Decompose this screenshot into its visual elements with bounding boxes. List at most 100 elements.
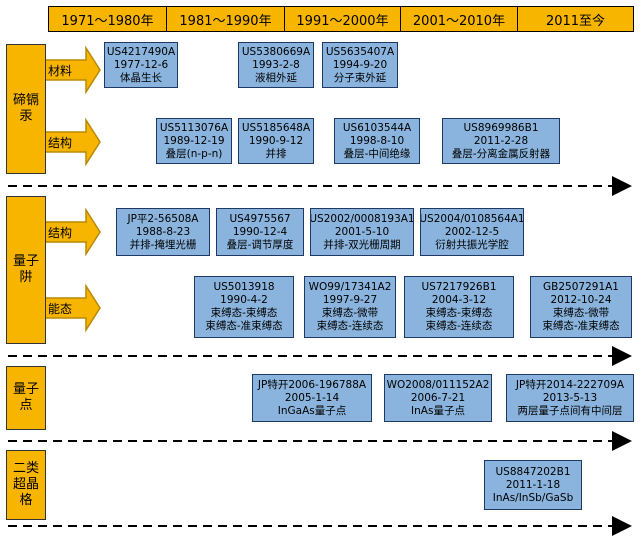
tech-quantum-dot-line-2: 点: [19, 398, 33, 413]
patent-number: US4217490A: [106, 45, 176, 58]
arrow-energy: [44, 283, 101, 333]
patent-box: US7217926B1 2004-3-12 束缚态-束缚态 束缚态-连续态: [404, 276, 514, 338]
patent-date: 1994-9-20: [332, 58, 388, 71]
patent-number: US2002/0008193A1: [310, 212, 414, 225]
patent-number: JP特开2014-222709A: [515, 378, 625, 391]
patent-desc: 叠层(n-p-n): [165, 147, 223, 160]
period-1981-1990: 1981～1990年: [166, 6, 285, 32]
arrow-material: [44, 45, 101, 95]
patent-date: 2013-5-13: [542, 391, 598, 404]
patent-date: 1990-4-2: [220, 294, 268, 306]
patent-desc: 并排-双光栅周期: [323, 238, 401, 251]
tech-quantum-dot-line-1: 量子: [12, 382, 39, 397]
patent-date: 1993-2-8: [252, 58, 300, 71]
tech-t2sl-line-2: 超晶: [12, 477, 39, 492]
tech-t2sl: 二类 超晶 格: [6, 450, 46, 520]
patent-desc: 分子束外延: [333, 71, 387, 84]
arrow-structure-1: [44, 117, 101, 167]
patent-box: US5380669A 1993-2-8 液相外延: [238, 42, 314, 88]
tech-quantum-dot: 量子 点: [6, 366, 46, 430]
patent-desc: InAs量子点: [411, 404, 465, 417]
patent-date: 1997-9-27: [322, 294, 378, 306]
patent-desc: 两层量子点间有中间层: [517, 404, 623, 417]
patent-desc: 叠层-调节厚度: [226, 238, 294, 251]
patent-date: 2012-10-24: [550, 294, 612, 306]
patent-box: US4975567 1990-12-4 叠层-调节厚度: [216, 208, 304, 256]
patent-number: WO99/17341A2: [308, 281, 392, 293]
patent-desc: 叠层-中间绝缘: [343, 147, 411, 160]
tech-quantum-well: 量子 阱: [6, 196, 46, 344]
patent-box: US5185648A 1990-9-12 并排: [238, 118, 314, 164]
patent-box: US4217490A 1977-12-6 体晶生长: [104, 42, 178, 88]
patent-date: 1977-12-6: [113, 58, 169, 71]
patent-desc: 体晶生长: [120, 71, 162, 84]
tech-quantum-well-line-1: 量子: [12, 254, 39, 269]
patent-desc: 衍射共振光学腔: [435, 238, 509, 251]
patent-desc: 束缚态-束缚态: [425, 307, 493, 319]
patent-desc: 束缚态-束缚态: [210, 307, 278, 319]
period-2001-2010: 2001～2010年: [400, 6, 518, 32]
patent-number: US5013918: [213, 281, 275, 293]
patent-box: US6103544A 1998-8-10 叠层-中间绝缘: [334, 118, 420, 164]
patent-desc-2: 束缚态-准束缚态: [205, 320, 283, 332]
patent-desc: InGaAs量子点: [277, 404, 347, 417]
period-1971-1980: 1971～1980年: [48, 6, 167, 32]
patent-date: 2005-1-14: [284, 391, 340, 404]
patent-number: GB2507291A1: [543, 281, 619, 293]
patent-box: US2002/0008193A1 2001-5-10 并排-双光栅周期: [310, 208, 414, 256]
tech-quantum-well-line-2: 阱: [19, 270, 33, 285]
patent-number: US5113076A: [159, 121, 229, 134]
tech-t2sl-line-1: 二类: [12, 461, 39, 476]
patent-box: US8969986B1 2011-2-28 叠层-分离金属反射器: [442, 118, 560, 164]
tech-hgcdte: 碲镉 汞: [6, 44, 46, 174]
patent-number: US4975567: [229, 212, 291, 225]
category-label-structure-1: 结构: [48, 136, 73, 150]
patent-desc: InAs/InSb/GaSb: [492, 491, 574, 504]
patent-number: US5380669A: [241, 45, 311, 58]
patent-box: JP特开2014-222709A 2013-5-13 两层量子点间有中间层: [506, 374, 634, 422]
patent-desc: 束缚态-微带: [552, 307, 610, 319]
patent-box: US8847202B1 2011-1-18 InAs/InSb/GaSb: [484, 460, 582, 510]
patent-number: JP特开2006-196788A: [257, 378, 367, 391]
patent-box: US5635407A 1994-9-20 分子束外延: [322, 42, 398, 88]
patent-date: 2001-5-10: [334, 225, 390, 238]
patent-date: 1998-8-10: [349, 134, 405, 147]
patent-number: US6103544A: [342, 121, 412, 134]
patent-number: US8969986B1: [463, 121, 539, 134]
period-1991-2000: 1991～2000年: [284, 6, 401, 32]
patent-date: 2011-1-18: [505, 478, 561, 491]
patent-number: US7217926B1: [421, 281, 497, 293]
patent-date: 2011-2-28: [473, 134, 529, 147]
timeline-separators: [8, 176, 632, 536]
category-label-structure-2: 结构: [48, 226, 73, 240]
patent-number: US5185648A: [241, 121, 311, 134]
period-2011-now: 2011至今: [517, 6, 634, 32]
patent-date: 2004-3-12: [431, 294, 487, 306]
patent-number: US5635407A: [325, 45, 395, 58]
patent-box: JP平2-56508A 1988-8-23 并排-掩埋光栅: [116, 208, 210, 256]
patent-date: 2002-12-5: [444, 225, 500, 238]
patent-desc: 叠层-分离金属反射器: [451, 147, 551, 160]
patent-box: WO99/17341A2 1997-9-27 束缚态-微带 束缚态-连续态: [304, 276, 396, 338]
patent-box: JP特开2006-196788A 2005-1-14 InGaAs量子点: [252, 374, 372, 422]
patent-desc: 束缚态-微带: [321, 307, 379, 319]
patent-box: GB2507291A1 2012-10-24 束缚态-微带 束缚态-准束缚态: [530, 276, 632, 338]
category-label-material: 材料: [48, 64, 73, 78]
patent-date: 1990-12-4: [232, 225, 288, 238]
category-label-energy: 能态: [48, 302, 73, 316]
patent-desc-2: 束缚态-连续态: [425, 320, 493, 332]
tech-hgcdte-line-1: 碲镉: [12, 93, 39, 108]
patent-box: US2004/0108564A1 2002-12-5 衍射共振光学腔: [420, 208, 524, 256]
tech-t2sl-line-3: 格: [19, 493, 33, 508]
patent-desc: 并排-掩埋光栅: [129, 238, 197, 251]
tech-hgcdte-line-2: 汞: [19, 109, 33, 124]
patent-box: US5013918 1990-4-2 束缚态-束缚态 束缚态-准束缚态: [194, 276, 294, 338]
patent-number: JP平2-56508A: [127, 212, 199, 225]
category-arrows: [44, 45, 101, 333]
patent-desc: 并排: [265, 147, 287, 160]
patent-desc-2: 束缚态-准束缚态: [542, 320, 620, 332]
patent-date: 2006-7-21: [410, 391, 466, 404]
patent-box: WO2008/011152A2 2006-7-21 InAs量子点: [384, 374, 492, 422]
patent-number: US8847202B1: [495, 465, 571, 478]
